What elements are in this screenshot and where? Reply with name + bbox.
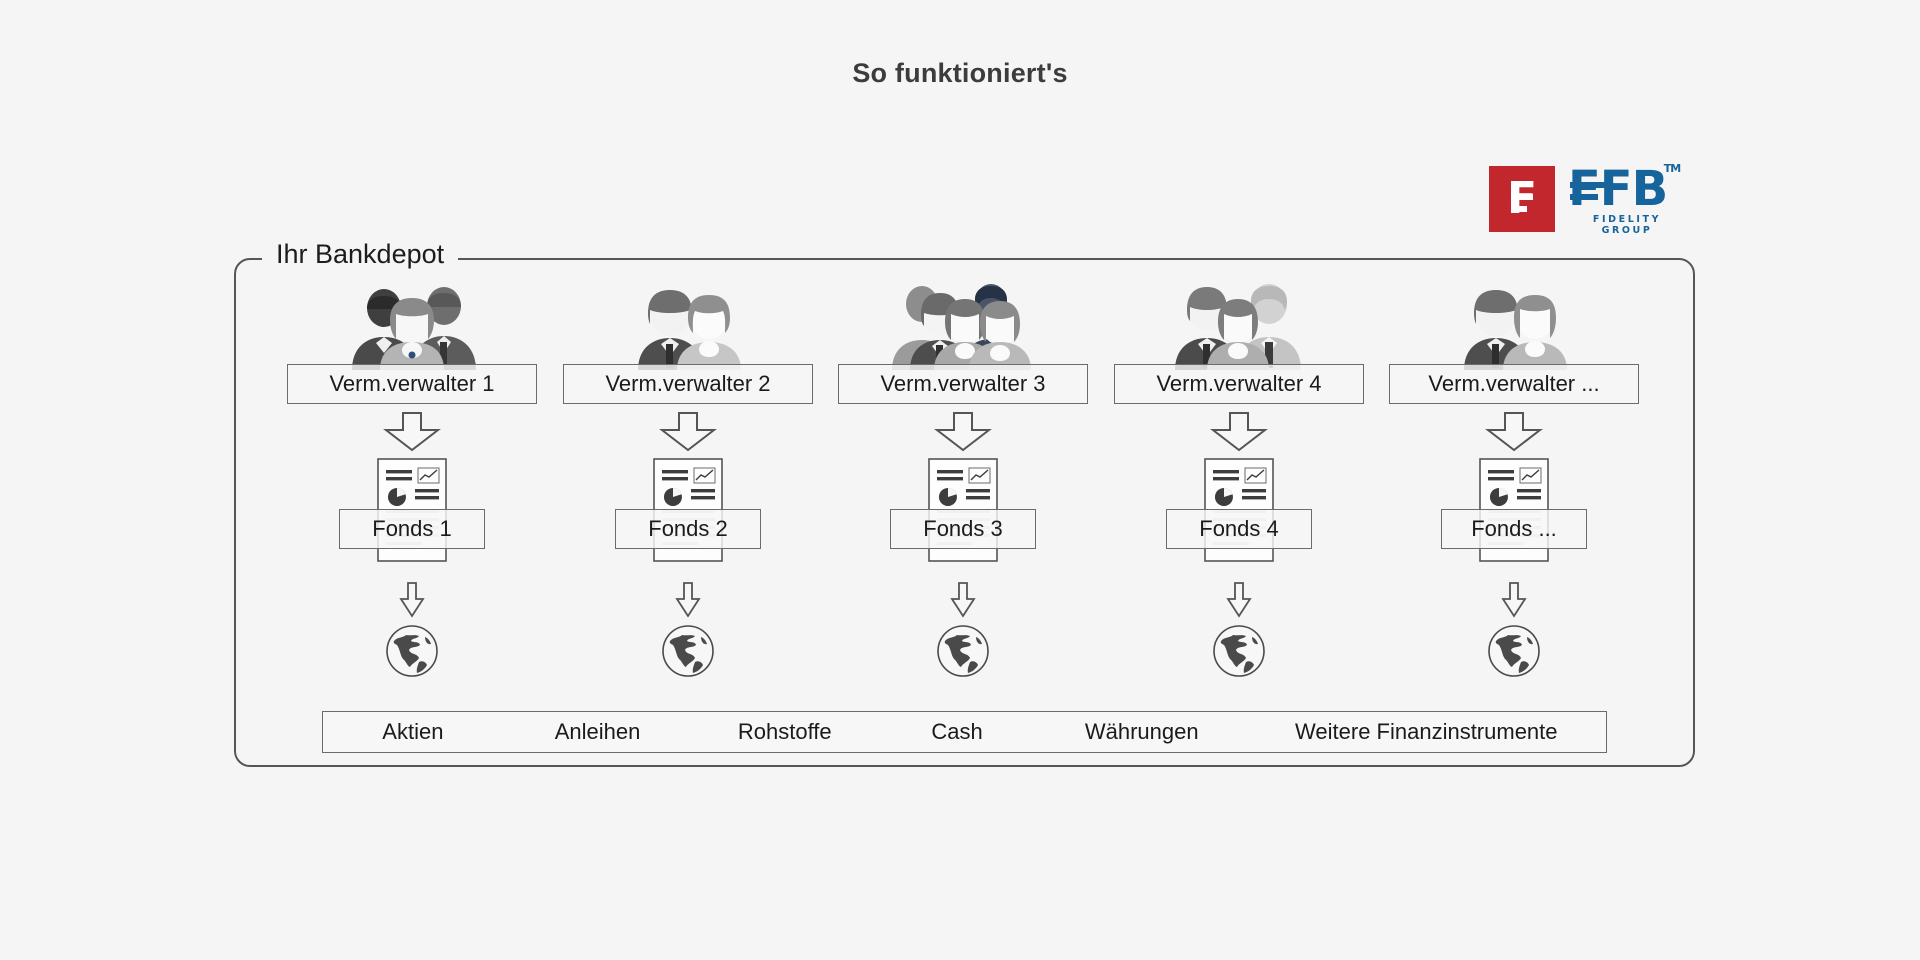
asset-class-bar: Aktien Anleihen Rohstoffe Cash Währungen… <box>322 711 1607 753</box>
asset-class-item[interactable]: Währungen <box>1084 719 1199 744</box>
group-of-two-people-icon <box>1389 282 1639 370</box>
asset-class-item[interactable]: Weitere Finanzinstrumente <box>1295 719 1558 744</box>
trademark-symbol: TM <box>1663 162 1681 175</box>
down-arrow-small-icon <box>838 582 1088 618</box>
group-of-three-people-icon <box>287 282 537 370</box>
down-arrow-small-icon <box>287 582 537 618</box>
fund-label[interactable]: Fonds ... <box>1441 509 1587 549</box>
down-arrow-large-icon <box>563 412 813 452</box>
group-of-two-people-icon <box>563 282 813 370</box>
group-of-three-people-icon <box>1114 282 1364 370</box>
down-arrow-small-icon <box>1114 582 1364 618</box>
manager-label[interactable]: Verm.verwalter 1 <box>287 364 537 404</box>
globe-icon <box>1114 624 1364 680</box>
fund-block: Fonds ... <box>1389 458 1639 570</box>
ffb-wordmark-strike-upper <box>1570 182 1606 188</box>
ffb-logo-bar-upper <box>1511 194 1533 200</box>
fund-label[interactable]: Fonds 3 <box>890 509 1036 549</box>
down-arrow-large-icon <box>838 412 1088 452</box>
fund-block: Fonds 2 <box>563 458 813 570</box>
fund-label[interactable]: Fonds 4 <box>1166 509 1312 549</box>
fund-label[interactable]: Fonds 2 <box>615 509 761 549</box>
manager-label[interactable]: Verm.verwalter 4 <box>1114 364 1364 404</box>
manager-label[interactable]: Verm.verwalter 2 <box>563 364 813 404</box>
ffb-logo: F FFB TM FIDELITY GROUP <box>1489 163 1694 237</box>
globe-icon <box>287 624 537 680</box>
asset-class-item[interactable]: Cash <box>931 719 983 744</box>
manager-label[interactable]: Verm.verwalter ... <box>1389 364 1639 404</box>
down-arrow-large-icon <box>1389 412 1639 452</box>
ffb-logo-text-block: FFB TM FIDELITY GROUP <box>1568 163 1686 237</box>
down-arrow-small-icon <box>1389 582 1639 618</box>
globe-icon <box>838 624 1088 680</box>
page-title: So funktioniert's <box>852 58 1068 88</box>
globe-icon <box>563 624 813 680</box>
asset-class-item[interactable]: Rohstoffe <box>737 719 832 744</box>
asset-class-item[interactable]: Aktien <box>382 719 444 744</box>
fund-block: Fonds 4 <box>1114 458 1364 570</box>
ffb-wordmark: FFB TM <box>1568 163 1681 213</box>
ffb-logo-mark: F <box>1489 166 1555 232</box>
down-arrow-small-icon <box>563 582 813 618</box>
ffb-tagline: FIDELITY GROUP <box>1592 214 1662 237</box>
bank-depot-legend: Ihr Bankdepot <box>262 239 459 270</box>
fund-label[interactable]: Fonds 1 <box>339 509 485 549</box>
fund-block: Fonds 1 <box>287 458 537 570</box>
manager-label[interactable]: Verm.verwalter 3 <box>838 364 1088 404</box>
ffb-wordmark-text: FFB <box>1568 161 1668 217</box>
down-arrow-large-icon <box>1114 412 1364 452</box>
depot-column: Verm.verwalter 3 <box>838 282 1088 680</box>
depot-column: Verm.verwalter ... <box>1389 282 1639 680</box>
fund-block: Fonds 3 <box>838 458 1088 570</box>
group-of-four-people-icon <box>838 282 1088 370</box>
ffb-wordmark-strike-lower <box>1570 194 1598 200</box>
ffb-logo-bar-lower <box>1511 206 1527 212</box>
depot-column: Verm.verwalter 4 <box>1114 282 1364 680</box>
globe-icon <box>1389 624 1639 680</box>
asset-class-item[interactable]: Anleihen <box>554 719 641 744</box>
depot-column: Verm.verwalter 1 <box>287 282 537 680</box>
depot-column: Verm.verwalter 2 <box>563 282 813 680</box>
down-arrow-large-icon <box>287 412 537 452</box>
bank-depot-panel <box>234 258 1695 767</box>
